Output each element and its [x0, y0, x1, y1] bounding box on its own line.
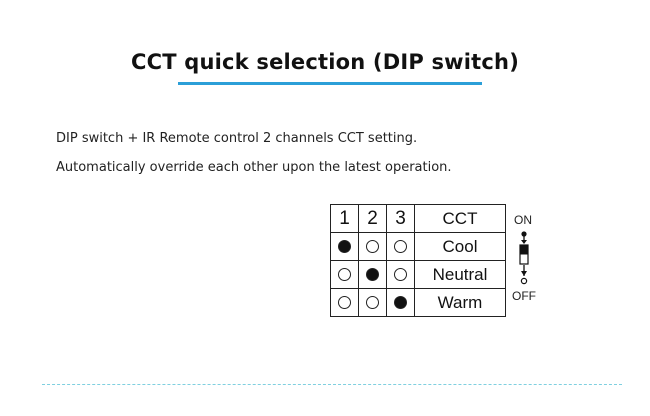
- cct-label: Warm: [414, 288, 506, 317]
- header-switch-3: 3: [386, 204, 415, 233]
- header-switch-2: 2: [358, 204, 387, 233]
- switch-state-dot: [338, 295, 351, 309]
- switch-state-dot: [394, 239, 407, 253]
- header-cct: CCT: [414, 204, 506, 233]
- dip-switch-table: 1 2 3 CCT Cool Neutral Warm: [330, 204, 506, 317]
- title-underline: [178, 82, 482, 85]
- description-line-1: DIP switch + IR Remote control 2 channel…: [56, 131, 418, 146]
- table-row: Warm: [330, 288, 506, 317]
- header-switch-1: 1: [330, 204, 359, 233]
- switch-on-label: ON: [514, 213, 532, 227]
- cct-label: Cool: [414, 232, 506, 261]
- switch-off-label: OFF: [512, 289, 536, 303]
- cct-label: Neutral: [414, 260, 506, 289]
- switch-state-dot: [366, 295, 379, 309]
- page-title: CCT quick selection (DIP switch): [131, 50, 519, 74]
- table-row: Cool: [330, 232, 506, 261]
- table-header-row: 1 2 3 CCT: [330, 204, 506, 233]
- dip-switch-icon: [519, 231, 529, 285]
- switch-state-dot: [338, 267, 351, 281]
- switch-state-dot: [338, 239, 351, 253]
- switch-state-dot: [394, 295, 407, 309]
- switch-state-dot: [366, 267, 379, 281]
- description-line-2: Automatically override each other upon t…: [56, 160, 452, 175]
- table-row: Neutral: [330, 260, 506, 289]
- switch-state-dot: [366, 239, 379, 253]
- switch-state-dot: [394, 267, 407, 281]
- bottom-divider: [42, 384, 622, 385]
